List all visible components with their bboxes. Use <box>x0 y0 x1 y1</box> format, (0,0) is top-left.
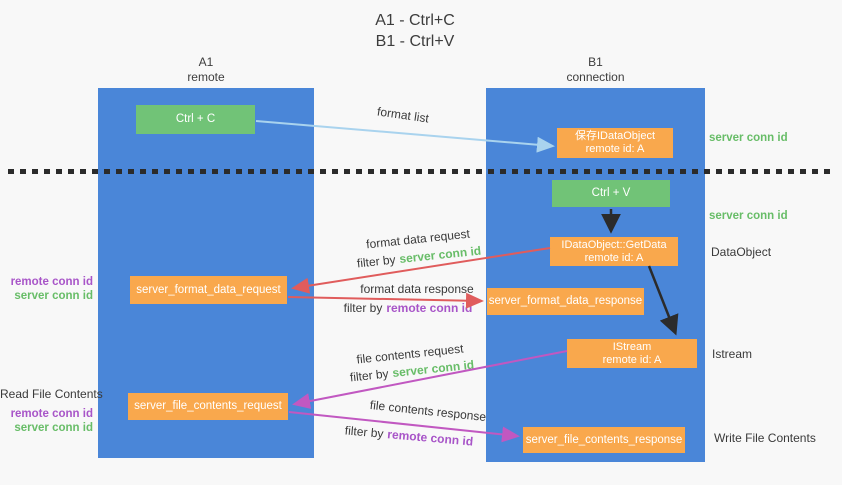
diagram-title: A1 - Ctrl+C B1 - Ctrl+V <box>330 10 500 52</box>
left-label-server-conn-id-1: server conn id <box>14 290 93 302</box>
filter-by-text: filter by <box>344 423 385 441</box>
left-label-read-file-contents: Read File Contents <box>0 387 103 401</box>
node-server-format-data-request: server_format_data_request <box>130 276 287 304</box>
right-label-server-conn-id-1: server conn id <box>709 132 788 144</box>
left-label-remote-conn-id-2: remote conn id <box>10 408 93 420</box>
node-format-response-label: server_format_data_response <box>488 295 643 307</box>
left-label-server-conn-id-2: server conn id <box>14 422 93 434</box>
node-file-response-label: server_file_contents_response <box>525 433 683 446</box>
filter-by-text: filter by <box>343 301 383 315</box>
node-ctrl-c: Ctrl + C <box>136 105 255 134</box>
node-istream-remote-id: remote id: A <box>602 353 662 366</box>
remote-conn-id-text: remote conn id <box>386 301 473 315</box>
title-line-a1: A1 - Ctrl+C <box>375 12 455 29</box>
node-ctrl-c-label: Ctrl + C <box>175 113 216 125</box>
remote-conn-id-text: remote conn id <box>386 427 474 449</box>
node-server-file-contents-response: server_file_contents_response <box>523 427 685 453</box>
lane-header-b1: B1 connection <box>486 55 705 85</box>
lane-a1-name: A1 <box>198 55 214 69</box>
node-getdata-remote-id: remote id: A <box>584 251 644 264</box>
node-istream: IStream remote id: A <box>567 339 697 368</box>
node-ctrl-v: Ctrl + V <box>552 180 670 207</box>
node-format-request-label: server_format_data_request <box>136 283 281 296</box>
title-line-b1: B1 - Ctrl+V <box>375 33 455 50</box>
right-label-dataobject: DataObject <box>711 245 772 259</box>
lane-b1-sub: connection <box>566 70 625 84</box>
lane-header-a1: A1 remote <box>98 55 314 85</box>
right-label-server-conn-id-2: server conn id <box>709 210 788 222</box>
edge-label-format-list: format list <box>376 104 430 126</box>
filter-by-text: filter by <box>349 366 390 385</box>
node-istream-title: IStream <box>612 340 652 353</box>
node-ctrl-v-label: Ctrl + V <box>591 187 631 199</box>
filter-by-text: filter by <box>356 252 397 271</box>
node-save-idataobject-title: 保存IDataObject <box>574 130 656 142</box>
phase-separator-dotted-line <box>8 169 834 174</box>
node-save-idataobject: 保存IDataObject remote id: A <box>557 128 673 158</box>
node-file-request-label: server_file_contents_request <box>134 400 282 412</box>
server-conn-id-text: server conn id <box>398 243 482 267</box>
node-server-format-data-response: server_format_data_response <box>487 288 644 315</box>
edge-label-file-contents-response: file contents response <box>369 397 487 425</box>
node-idataobject-getdata: IDataObject::GetData remote id: A <box>550 237 678 266</box>
node-save-idataobject-remote-id: remote id: A <box>585 143 645 155</box>
edge-label-format-data-response: format data response <box>360 282 474 296</box>
node-server-file-contents-request: server_file_contents_request <box>128 393 288 420</box>
node-getdata-title: IDataObject::GetData <box>561 238 667 251</box>
right-label-istream: Istream <box>712 347 753 361</box>
left-label-remote-conn-id-1: remote conn id <box>10 276 93 288</box>
right-label-write-file-contents: Write File Contents <box>714 431 816 445</box>
lane-b1-name: B1 <box>588 55 603 69</box>
lane-a1-sub: remote <box>187 70 225 84</box>
